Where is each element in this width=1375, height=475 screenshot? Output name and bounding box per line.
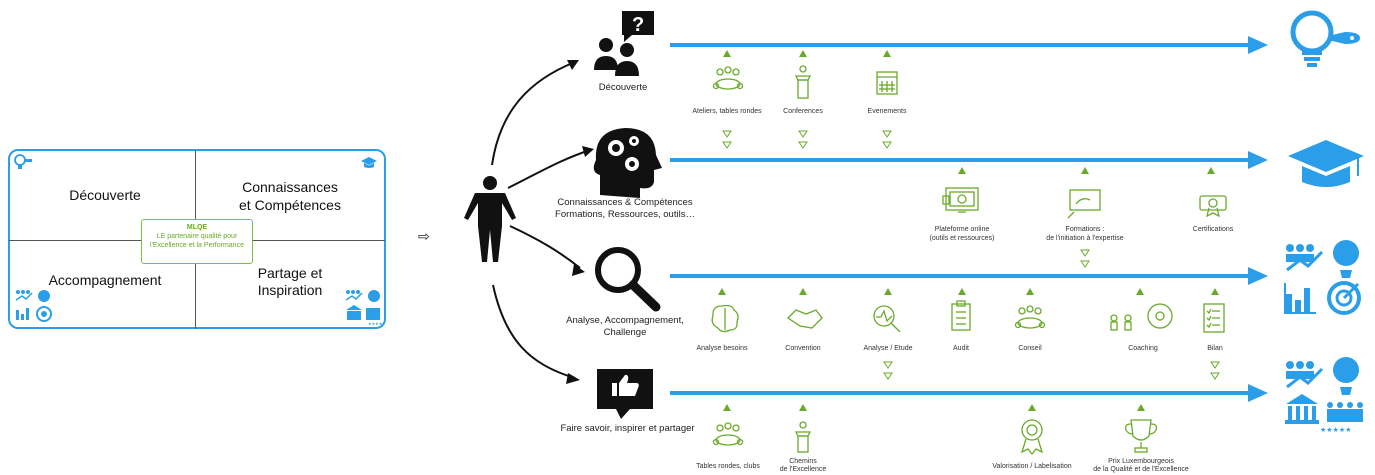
item-analyse-besoins-label: Analyse besoins: [696, 345, 748, 352]
item-valorisation-label: Valorisation / Labelisation: [992, 463, 1072, 470]
roundtable-icon-3: [712, 422, 744, 446]
svg-text:★★★★★: ★★★★★: [1320, 426, 1351, 434]
center-title: MLQE: [186, 224, 208, 231]
item-convention-label: Convention: [785, 345, 821, 352]
center-mlqe-box: MLQE LE partenaire qualité pour l'Excell…: [141, 219, 253, 264]
quadrant-decouverte: Découverte: [69, 187, 141, 203]
award-medal-icon: [1020, 419, 1044, 456]
row1-label: Découverte: [598, 82, 648, 93]
row3-label-line2: Challenge: [603, 327, 647, 338]
team-institution-icon-large: ★★★★★: [1285, 357, 1363, 434]
person-icon: [464, 176, 516, 262]
roundtable-icon-2: [1014, 305, 1046, 329]
item-chemins-label2: de l'Excellence: [779, 466, 827, 473]
item-prix-label: Prix Luxembourgeois: [1108, 458, 1174, 465]
coaching-icon: [1110, 303, 1173, 331]
item-plateforme-label: Plateforme online: [934, 226, 990, 233]
thumbs-up-bubble-icon: [597, 369, 653, 419]
item-formations-label2: de l'initiation à l'expertise: [1046, 235, 1124, 242]
team-growth-icon-small: [15, 290, 52, 322]
calendar-icon: [876, 71, 898, 95]
green-item-icons: [711, 65, 1227, 456]
item-ateliers-label: Ateliers, tables rondes: [692, 108, 762, 115]
roundtable-icon: [712, 66, 744, 90]
item-analyse-etude-label: Analyse / Etude: [863, 345, 913, 352]
row3-label-line1: Analyse, Accompagnement,: [566, 315, 684, 326]
lightbulb-icon-large: [1290, 10, 1360, 67]
down-markers: [722, 130, 1220, 380]
podium-icon: [794, 65, 812, 99]
item-formations-label: Formations :: [1065, 226, 1105, 233]
head-gears-icon: [593, 128, 662, 198]
quadrant-connaissances-line1: Connaissances: [242, 179, 338, 195]
row2-label-line2: Formations, Ressources, outils…: [555, 209, 695, 220]
item-tables-rondes-label: Tables rondes, clubs: [696, 463, 760, 470]
flow-arrows: [491, 61, 591, 379]
item-evenements-label: Evenements: [867, 108, 907, 115]
discovery-question-icon: ?: [594, 11, 654, 76]
brain-icon: [711, 304, 739, 333]
clipboard-icon: [951, 300, 971, 331]
podium-icon-2: [794, 421, 812, 453]
item-coaching-label: Coaching: [1128, 345, 1158, 352]
handshake-icon: [786, 309, 823, 329]
item-certifications-label: Certifications: [1192, 226, 1234, 233]
item-prix-label2: de la Qualité et de l'Excellence: [1093, 466, 1189, 473]
svg-text:★★★★★: ★★★★★: [368, 321, 384, 326]
team-growth-target-icon-large: [1284, 240, 1361, 315]
graduation-cap-icon-large: [1288, 140, 1364, 187]
transition-arrow: ⇨: [418, 228, 430, 244]
team-institution-icon-small: ★★★★★: [345, 290, 384, 326]
training-board-icon: [1067, 189, 1101, 219]
svg-text:?: ?: [632, 14, 644, 36]
lightbulb-icon: [14, 154, 32, 169]
center-line2: l'Excellence et la Performance: [150, 242, 244, 249]
magnifier-icon: [595, 247, 661, 312]
quadrant-partage-line1: Partage et: [257, 265, 323, 281]
item-conseil-label: Conseil: [1018, 345, 1042, 352]
online-platform-icon: [942, 187, 979, 213]
item-plateforme-label2: (outils et ressources): [929, 235, 995, 242]
center-line1: LE partenaire qualité pour: [156, 233, 238, 240]
row4-label: Faire savoir, inspirer et partager: [560, 423, 695, 434]
graduation-cap-icon: [361, 157, 377, 168]
quadrant-accompagnement: Accompagnement: [48, 272, 162, 288]
quadrant-connaissances-line2: et Compétences: [239, 197, 341, 213]
item-audit-label: Audit: [953, 345, 969, 352]
item-bilan-label: Bilan: [1207, 345, 1223, 352]
row-arrows: [670, 43, 1250, 395]
item-conferences-label: Conferences: [783, 108, 823, 115]
up-markers: [718, 50, 1219, 411]
quadrant-partage-line2: Inspiration: [257, 282, 323, 298]
trophy-icon: [1124, 419, 1158, 453]
row2-label-line1: Connaissances & Compétences: [557, 197, 693, 208]
certificate-icon: [1199, 195, 1227, 218]
analysis-magnifier-icon: [873, 305, 901, 333]
item-chemins-label: Chemins: [789, 458, 817, 465]
checklist-icon: [1203, 303, 1225, 333]
